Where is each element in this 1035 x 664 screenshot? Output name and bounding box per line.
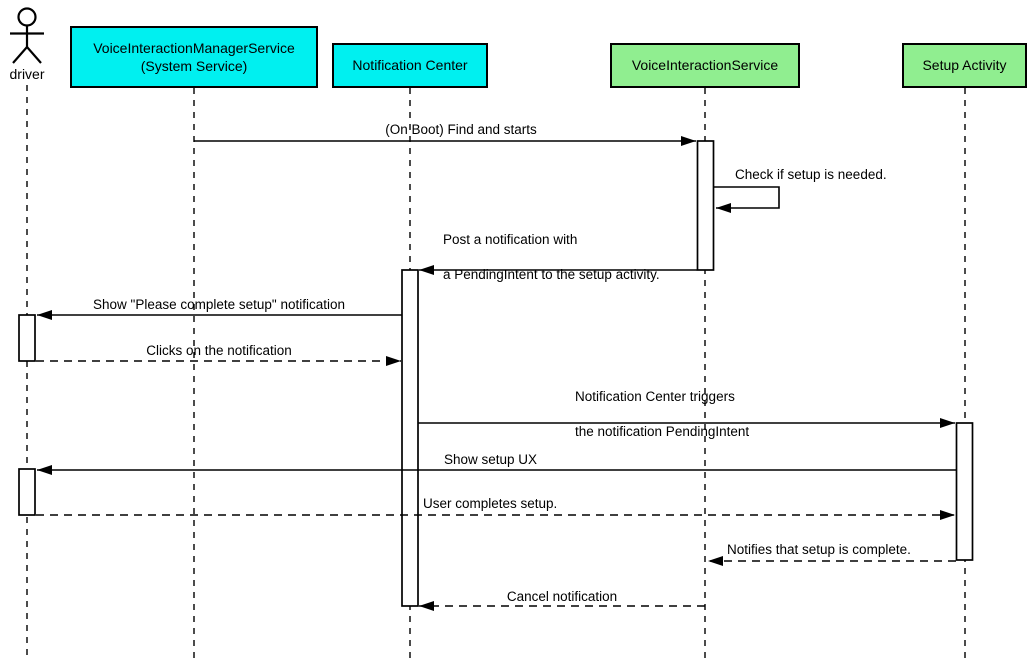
participant-notification-center: Notification Center [332,43,488,88]
message-label-line2: the notification PendingIntent [575,424,750,439]
message-label-post-notification: Post a notification with a PendingIntent… [443,231,660,284]
arrow-check-if-setup-needed-self [714,186,780,213]
participant-label-line2: (System Service) [140,58,248,74]
message-label-clicks-on-notification: Clicks on the notification [146,343,292,358]
participant-voiceinteractionservice: VoiceInteractionService [610,43,800,88]
activation-voiceinteractionservice [696,140,715,271]
actor-label: driver [9,66,45,82]
activation-notification-center [401,269,419,607]
actor-icon [10,7,44,64]
message-label-show-please-complete-setup: Show "Please complete setup" notificatio… [93,297,345,312]
participant-label: Notification Center [352,57,468,74]
message-label-line2: a PendingIntent to the setup activity. [443,267,660,282]
message-label-line1: Notification Center triggers [575,389,735,404]
participant-setup-activity: Setup Activity [902,43,1027,88]
participant-voiceinteractionmanagerservice: VoiceInteractionManagerService (System S… [70,26,318,88]
message-label-show-setup-ux: Show setup UX [444,452,538,467]
message-label-notifies-setup-complete: Notifies that setup is complete. [727,542,911,557]
participant-label: VoiceInteractionService [631,57,779,74]
activation-setup-activity [955,422,974,561]
message-label-on-boot-find-and-starts: (On Boot) Find and starts [385,122,537,137]
participant-label-line1: VoiceInteractionManagerService [93,39,295,56]
participant-label: Setup Activity [922,57,1007,74]
message-label-triggers-pendingintent: Notification Center triggers the notific… [575,388,749,441]
message-label-check-if-setup-needed: Check if setup is needed. [735,167,887,182]
activation-driver-2 [18,468,36,516]
message-label-user-completes-setup: User completes setup. [423,496,558,511]
activation-driver-1 [18,314,36,362]
message-label-cancel-notification: Cancel notification [506,589,618,604]
message-label-line1: Post a notification with [443,232,578,247]
